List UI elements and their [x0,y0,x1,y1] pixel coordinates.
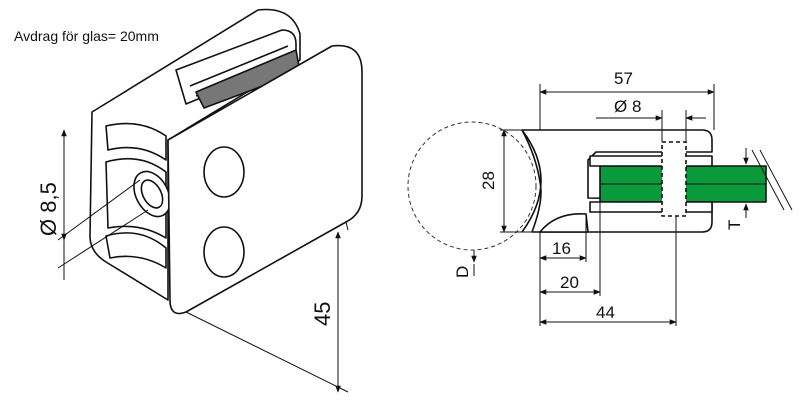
dim-hole-diameter-8: Ø 8 [614,97,641,116]
label-post-diameter-d: D [453,266,472,278]
left-dimensions [57,129,349,393]
dim-20: 20 [560,273,579,292]
right-dimensions [471,84,760,326]
label-glass-thickness-t: T [725,220,744,230]
upper-rubber-insert [589,155,713,167]
dim-44: 44 [596,303,615,322]
clamp-top-slot-line [189,45,289,87]
dim-diameter-8-5: Ø 8,5 [36,182,61,236]
glass-deduction-note: Avdrag för glas= 20mm [14,28,159,44]
clamp-section-curve [521,129,542,233]
clamp-3d-view [89,8,363,315]
lower-rubber-insert [589,201,713,213]
glass-break-line [751,149,793,211]
clamp-bottom-tab [539,213,589,233]
clamp-left-groove-1 [105,122,167,161]
through-bolt [661,141,687,217]
clamp-left-groove-3 [105,232,167,269]
front-hole-upper [203,146,245,198]
dim-28: 28 [479,171,498,190]
side-screw-hole-inner [140,179,164,209]
clamp-section-view [521,129,767,233]
front-hole-lower [203,226,245,278]
dim-16: 16 [552,239,571,258]
dim-height-45: 45 [310,302,335,326]
post-outline-dashed [407,121,537,251]
dim-57: 57 [614,69,633,88]
